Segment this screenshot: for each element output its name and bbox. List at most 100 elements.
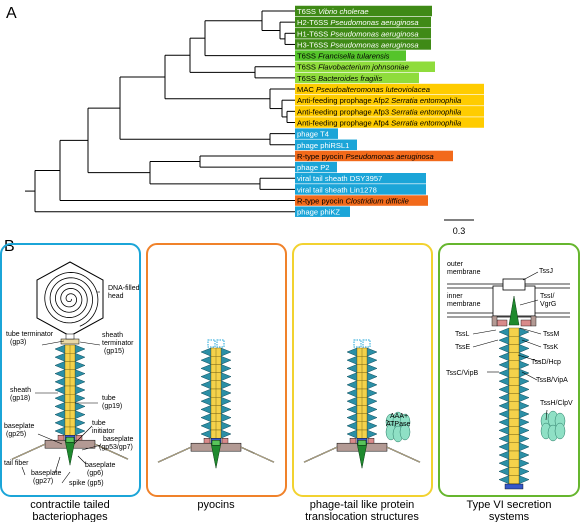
leaf-label: T6SS Francisella tularensis bbox=[297, 52, 390, 61]
dashed-cap bbox=[362, 339, 371, 348]
tube-initiator-label-1: tube bbox=[92, 420, 106, 427]
phage-caption-1: contractile tailed bbox=[30, 499, 110, 511]
baseplate-gp6-label-2: (gp6) bbox=[87, 470, 103, 477]
tube-subunit bbox=[508, 360, 520, 370]
leaf-color-box bbox=[295, 206, 350, 217]
sheath-subunit bbox=[200, 421, 212, 431]
dna-filled-head bbox=[36, 261, 104, 337]
tube-label-1: tube bbox=[102, 395, 116, 402]
tree-leaf: T6SS Bacteroides fragilis bbox=[295, 72, 419, 84]
tssh-clpv-hexamer bbox=[540, 410, 566, 442]
tssc-label: TssC/VipB bbox=[446, 370, 478, 377]
phage-caption-2: bacteriophages bbox=[32, 511, 108, 522]
sheath-subunit bbox=[346, 413, 358, 423]
leaf-color-box bbox=[295, 128, 338, 139]
tube-subunit bbox=[508, 393, 520, 403]
leaf-color-box bbox=[295, 94, 484, 106]
tree-leaf: T6SS Flavobacterium johnsoniae bbox=[295, 61, 435, 72]
leaf-color-box bbox=[295, 184, 426, 195]
sheath-subunit bbox=[498, 458, 510, 468]
spike bbox=[356, 442, 368, 469]
sheath-subunit bbox=[366, 405, 378, 414]
sheath-subunit bbox=[220, 429, 232, 439]
scale-bar-label: 0.3 bbox=[453, 226, 466, 236]
sheath-subunit bbox=[220, 372, 232, 382]
translocation-caption-2: translocation structures bbox=[305, 511, 419, 522]
tube-subunit bbox=[508, 450, 520, 460]
leaf-color-box bbox=[295, 150, 453, 162]
leaf-label: H1-T6SS Pseudomonas aeruginosa bbox=[297, 29, 419, 38]
tree-leaf: phage phiRSL1 bbox=[295, 139, 357, 151]
dashed-cap bbox=[216, 339, 225, 348]
t6ss-caption-2: systems bbox=[489, 511, 530, 522]
sheath-subunit bbox=[220, 405, 232, 414]
tube-subunit bbox=[508, 426, 520, 435]
tube-subunit bbox=[508, 409, 520, 419]
sheath-subunit bbox=[518, 335, 530, 345]
tree-leaf: Anti-feeding prophage Afp4 Serratia ento… bbox=[295, 117, 484, 128]
sheath-subunit bbox=[498, 434, 510, 444]
baseplate-gp25-label-2: (gp25) bbox=[6, 431, 26, 438]
sheath-subunit bbox=[518, 434, 530, 444]
tssl-label: TssL bbox=[455, 331, 470, 338]
sheath-subunit bbox=[518, 401, 530, 411]
sheath-subunit bbox=[200, 413, 212, 423]
tree-leaf: phage P2 bbox=[295, 161, 337, 173]
sheath-subunit bbox=[518, 467, 530, 476]
tube-subunit bbox=[508, 336, 520, 345]
tssm-label: TssM bbox=[543, 331, 560, 338]
tree-leaf: R-type pyocin Clostridium difficile bbox=[295, 195, 428, 206]
sheath-subunit bbox=[498, 426, 510, 435]
tube-subunit bbox=[508, 385, 520, 394]
leaf-label: phage P2 bbox=[297, 163, 330, 172]
sheath-subunit bbox=[346, 396, 358, 406]
sheath-subunit bbox=[200, 372, 212, 382]
t6ss-caption-1: Type VI secretion bbox=[467, 499, 552, 511]
sheath-subunit bbox=[346, 388, 358, 398]
sheath-subunit bbox=[498, 417, 510, 427]
sheath-subunit bbox=[54, 369, 66, 379]
pyocin-box bbox=[146, 243, 287, 497]
sheath-subunit bbox=[498, 401, 510, 411]
sheath-subunit bbox=[366, 380, 378, 390]
sheath-subunit bbox=[518, 385, 530, 394]
tube-subunit bbox=[508, 344, 520, 353]
baseplate-hub bbox=[211, 440, 221, 446]
leaf-label: H2-T6SS Pseudomonas aeruginosa bbox=[297, 18, 419, 27]
sheath-subunit bbox=[200, 355, 212, 365]
sheath-subunit bbox=[54, 402, 66, 411]
sheath-subunit bbox=[366, 347, 378, 357]
tssk-block bbox=[496, 319, 508, 327]
leaf-label: H3-T6SS Pseudomonas aeruginosa bbox=[297, 40, 419, 49]
sheath-label-1: sheath bbox=[10, 387, 31, 394]
vgrg-spike bbox=[508, 295, 520, 326]
sheath-subunit bbox=[498, 352, 510, 362]
phage-box bbox=[0, 243, 141, 497]
sheath-subunit bbox=[54, 393, 66, 403]
translocation-caption-1: phage-tail like protein bbox=[310, 499, 415, 511]
sheath-subunit bbox=[54, 344, 66, 354]
sheath-subunit bbox=[518, 450, 530, 460]
sheath-subunit bbox=[346, 372, 358, 382]
contractile-tail bbox=[157, 339, 275, 469]
panel-b-letter: B bbox=[4, 238, 15, 255]
sheath-subunit bbox=[74, 344, 86, 354]
sheath-terminator-label-2: terminator bbox=[102, 340, 134, 347]
tree-leaf: phage phiKZ bbox=[295, 206, 350, 217]
sheath-subunit bbox=[74, 361, 86, 370]
inner-membrane-label-2: membrane bbox=[447, 301, 481, 308]
spike-label: spike (gp5) bbox=[69, 480, 104, 487]
sheath-subunit bbox=[498, 327, 510, 337]
leaf-color-box bbox=[295, 83, 484, 95]
t6ss-box bbox=[438, 243, 580, 497]
leaf-color-box bbox=[295, 39, 431, 50]
leaf-label: R-type pyocin Pseudomonas aeruginosa bbox=[297, 152, 434, 161]
sheath-subunit bbox=[518, 409, 530, 419]
leaf-color-box bbox=[295, 106, 484, 117]
tube-subunit bbox=[508, 475, 520, 485]
sheath-subunit bbox=[498, 368, 510, 378]
sheath-subunit bbox=[366, 388, 378, 398]
sheath-subunit bbox=[220, 355, 232, 365]
